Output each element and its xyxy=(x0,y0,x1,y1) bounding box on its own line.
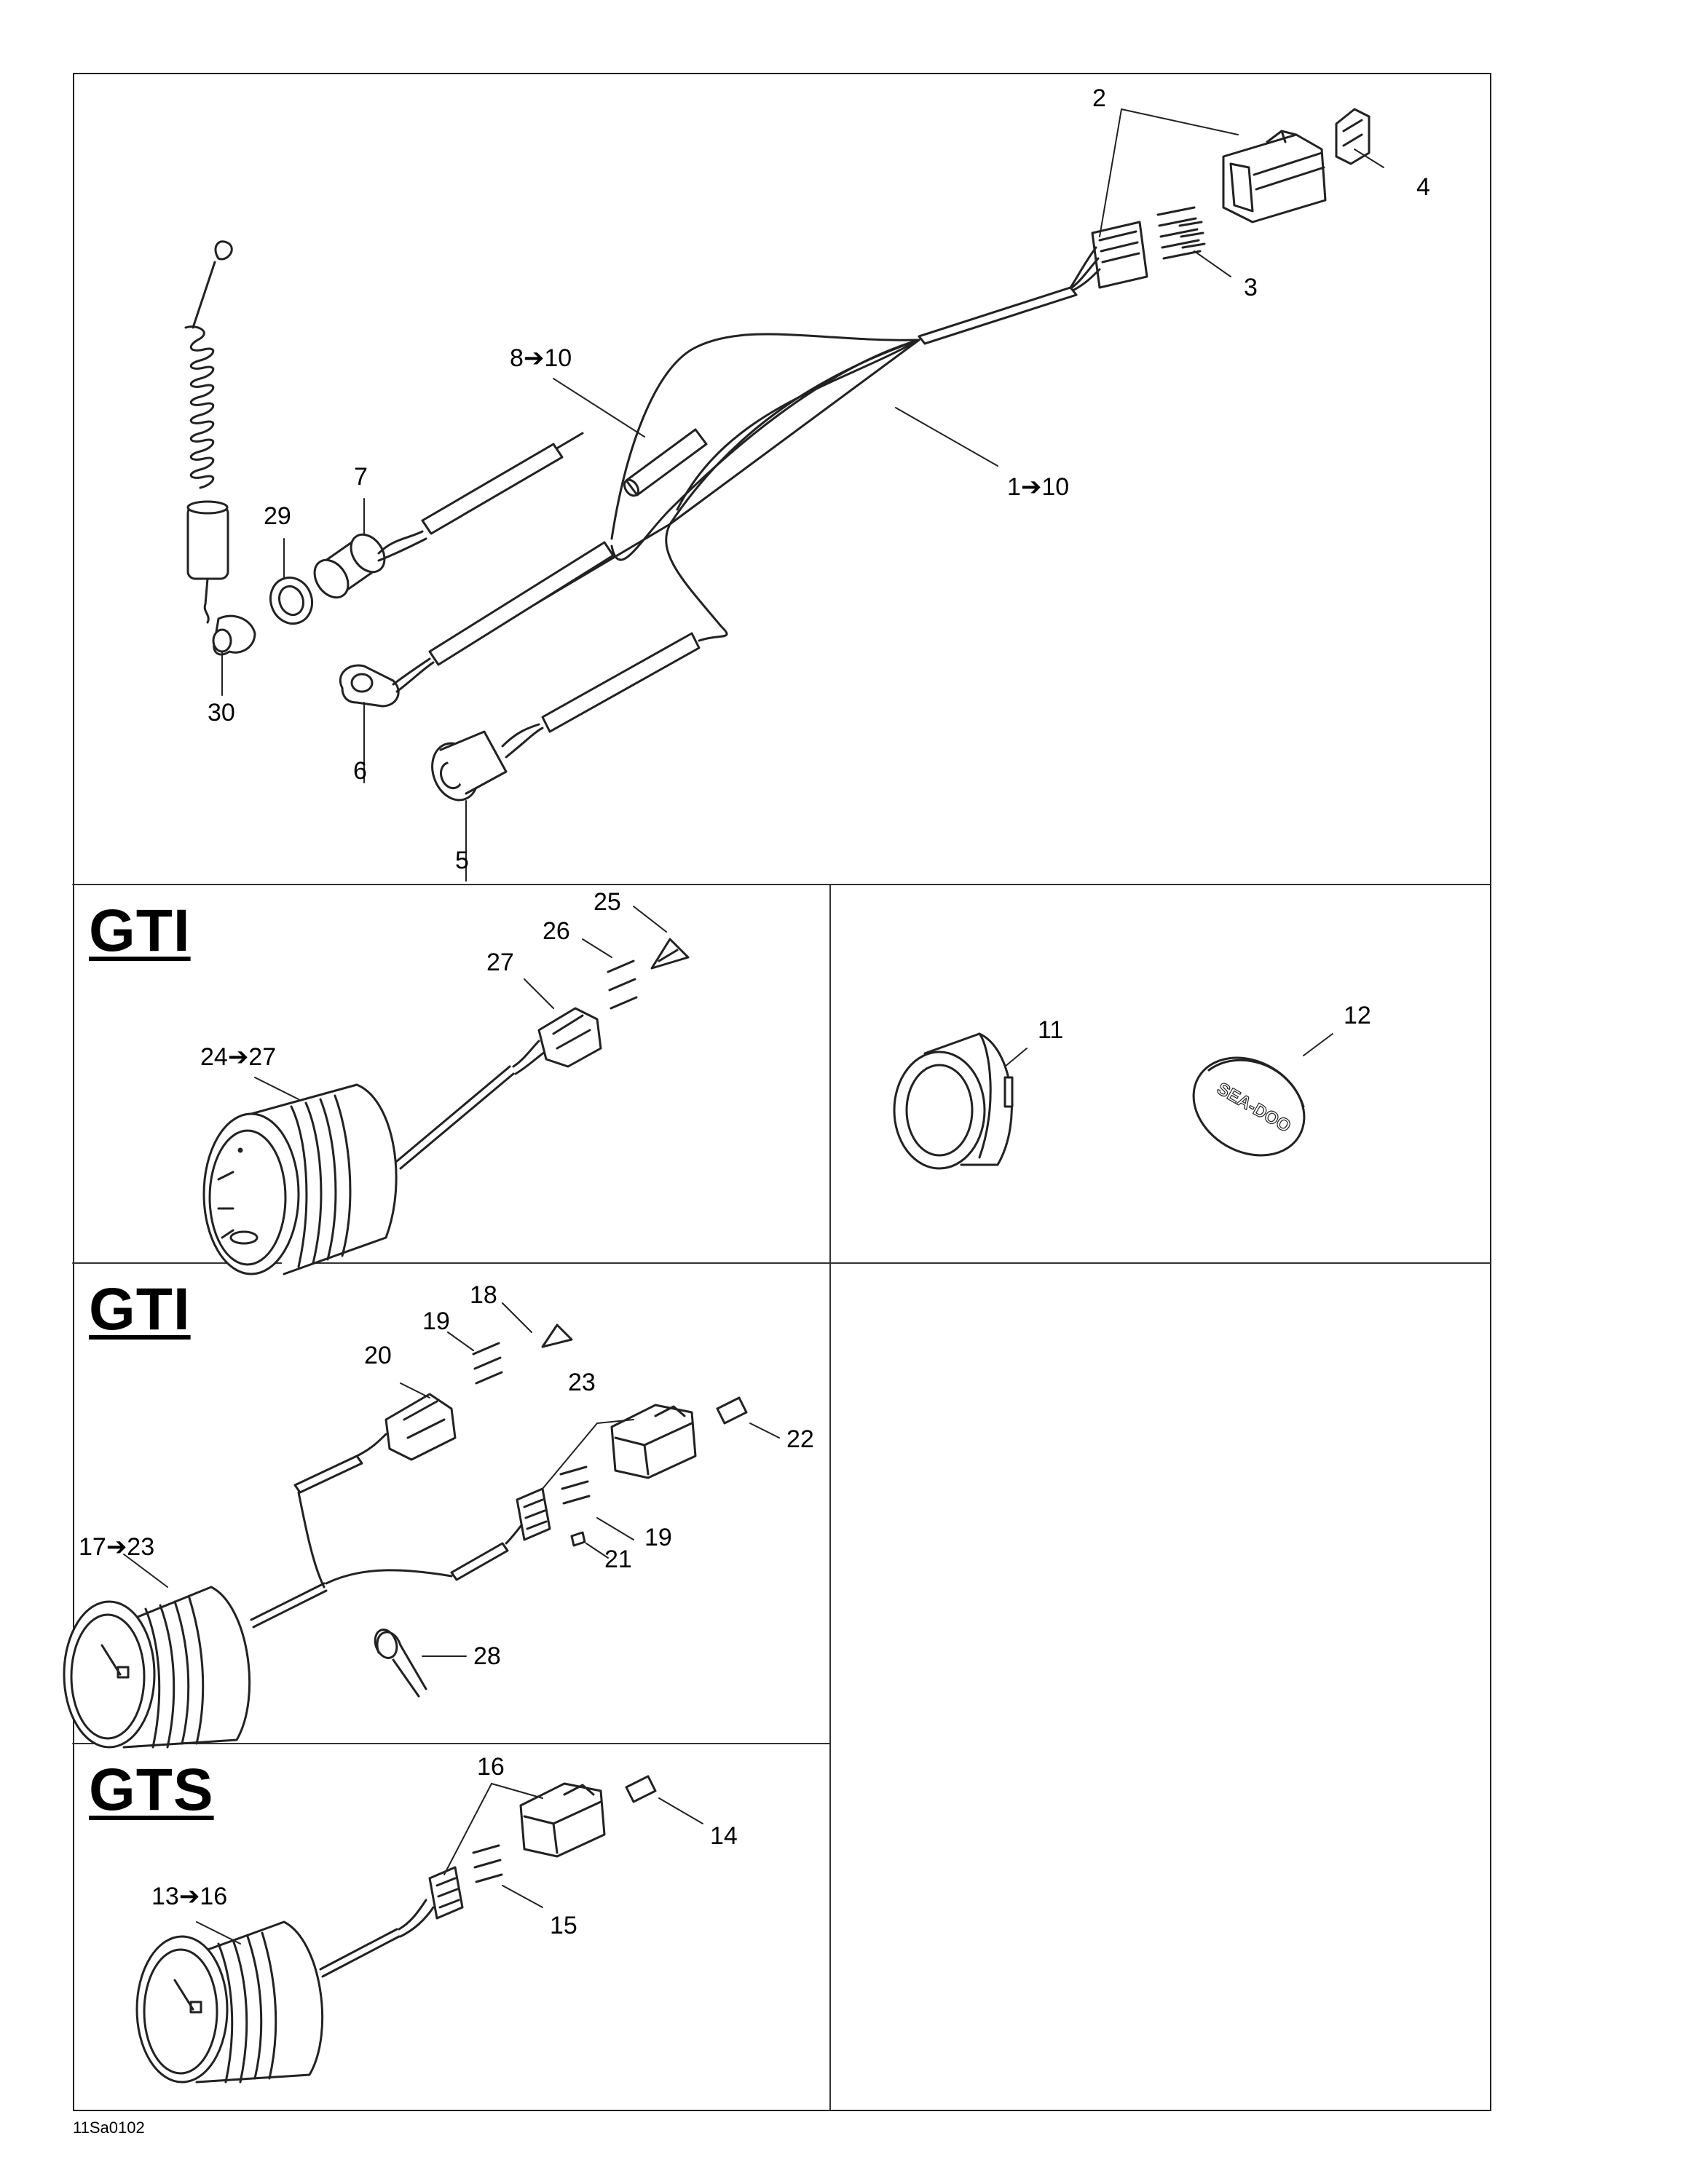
gauge-13-cable xyxy=(320,1900,433,1977)
callout-7: 7 xyxy=(354,463,368,491)
lock-18 xyxy=(543,1325,572,1347)
leader-lines-gts xyxy=(197,1784,703,1944)
callout-11: 11 xyxy=(1038,1016,1064,1044)
callout-17-23: 17➔23 xyxy=(79,1533,155,1561)
terminals-3 xyxy=(1158,207,1204,258)
connector-housing-16 xyxy=(521,1784,604,1856)
gauge-17 xyxy=(64,1587,250,1747)
nut-29 xyxy=(264,571,319,629)
callout-13-16: 13➔16 xyxy=(151,1883,228,1910)
plug-21 xyxy=(572,1532,585,1546)
connector-23 xyxy=(517,1489,550,1540)
leader-lines-ring-cap xyxy=(1005,1034,1333,1067)
terminals-19b xyxy=(561,1467,589,1503)
callout-24-27: 24➔27 xyxy=(200,1043,277,1071)
callout-29: 29 xyxy=(264,502,291,530)
callout-21: 21 xyxy=(604,1546,632,1573)
lock-14 xyxy=(626,1776,655,1802)
harness-sleeve-8-10 xyxy=(622,430,706,498)
callout-30: 30 xyxy=(208,699,235,727)
leader-lines-gti1 xyxy=(255,906,666,1099)
callout-2: 2 xyxy=(1092,84,1106,112)
gauge-24-cable xyxy=(397,1041,550,1168)
callout-16: 16 xyxy=(477,1753,505,1781)
cable-tie-28 xyxy=(371,1626,426,1696)
leader-lines-top xyxy=(222,109,1384,881)
terminals-19a xyxy=(473,1343,502,1383)
section-title-gts: GTS xyxy=(89,1757,214,1823)
callout-27: 27 xyxy=(486,949,514,976)
callout-19-lower: 19 xyxy=(644,1524,672,1551)
figure-code: 11Sa0102 xyxy=(73,2118,145,2137)
section-title-gti-middle: GTI xyxy=(89,1276,191,1342)
callout-8-10: 8➔10 xyxy=(510,344,572,372)
callout-14: 14 xyxy=(710,1822,738,1850)
callout-15: 15 xyxy=(550,1912,577,1939)
callout-12: 12 xyxy=(1344,1002,1371,1029)
connector-housing-2 xyxy=(1223,131,1325,222)
callout-19-upper: 19 xyxy=(422,1307,450,1335)
trim-ring-11 xyxy=(894,1034,1012,1168)
callout-22: 22 xyxy=(786,1425,814,1453)
diagram-frame xyxy=(73,73,1491,2111)
callout-25: 25 xyxy=(593,888,621,916)
callout-3: 3 xyxy=(1244,274,1258,301)
lanyard-clip-30 xyxy=(213,616,255,654)
callout-26: 26 xyxy=(543,917,570,945)
gauge-13 xyxy=(137,1922,323,2082)
callout-28: 28 xyxy=(473,1642,501,1670)
callout-1-10: 1➔10 xyxy=(1007,473,1070,501)
callout-18: 18 xyxy=(470,1281,497,1309)
leader-lines-gti2 xyxy=(124,1303,779,1656)
terminals-26 xyxy=(608,961,636,1008)
callout-23: 23 xyxy=(568,1369,596,1396)
lock-22 xyxy=(717,1398,746,1423)
connector-housing-23 xyxy=(612,1405,695,1478)
gauge-17-cable xyxy=(251,1434,524,1627)
connector-16 xyxy=(430,1867,462,1918)
callout-5: 5 xyxy=(455,847,469,874)
switch-7 xyxy=(308,433,583,604)
harness-connector-2 xyxy=(1070,222,1147,290)
sensor-5 xyxy=(425,633,699,807)
callout-4: 4 xyxy=(1416,173,1430,201)
cap-12 xyxy=(1176,1038,1322,1174)
gauge-24 xyxy=(204,1085,396,1274)
section-title-gti-top: GTI xyxy=(89,898,191,964)
connector-27 xyxy=(539,1008,601,1067)
lock-4 xyxy=(1336,109,1369,164)
lock-25 xyxy=(652,939,688,968)
safety-lanyard xyxy=(186,242,232,622)
callout-6: 6 xyxy=(353,757,367,785)
callout-20: 20 xyxy=(364,1342,392,1369)
ground-terminal-6 xyxy=(340,542,613,706)
terminals-15 xyxy=(473,1845,502,1882)
connector-20 xyxy=(386,1394,455,1460)
